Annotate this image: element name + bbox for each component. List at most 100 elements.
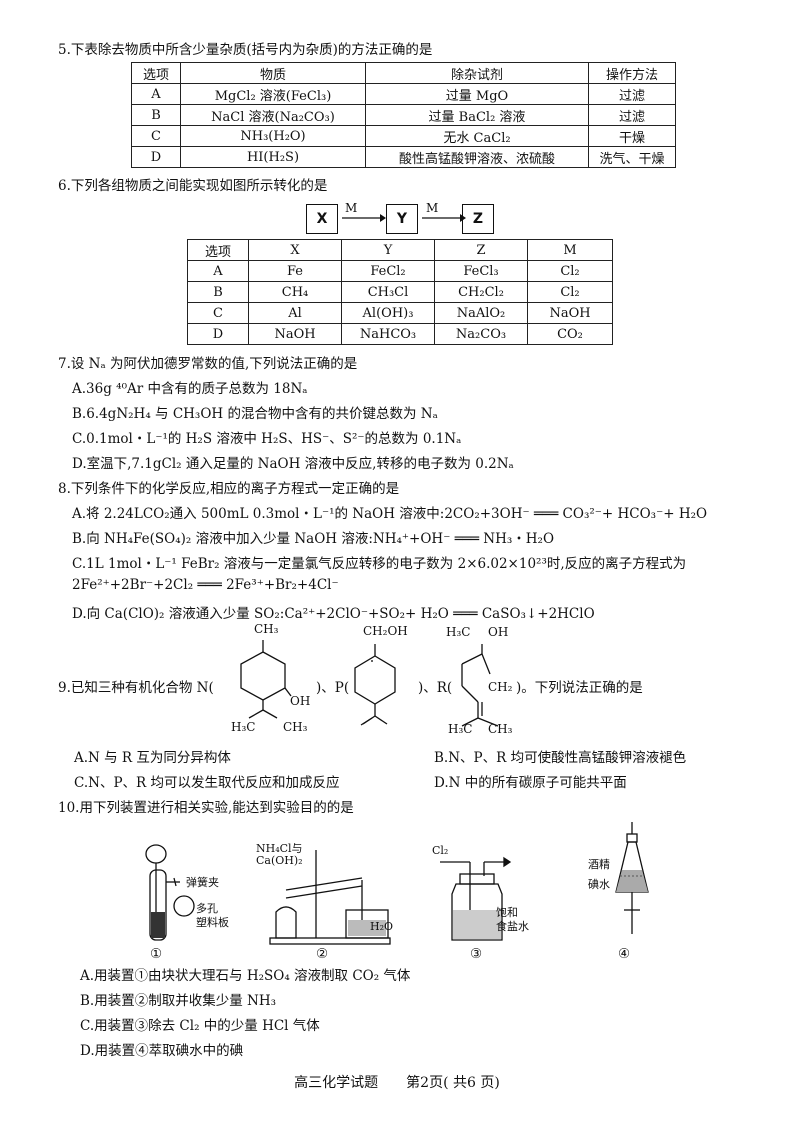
table-cell: Fe (248, 260, 342, 282)
table-row: D NaOH NaHCO₃ Na₂CO₃ CO₂ (187, 323, 613, 345)
label-oh: OH (488, 625, 509, 639)
q9-option-a: A.N 与 R 互为同分异构体 (74, 750, 231, 766)
q7-option-d: D.室温下,7.1gCl₂ 通入足量的 NaOH 溶液中反应,转移的电子数为 0… (72, 456, 514, 472)
table-cell: B (187, 281, 249, 303)
table-cell: Cl₂ (527, 281, 613, 303)
table-cell: D (131, 146, 181, 168)
q7-title: 7.设 Nₐ 为阿伏加德罗常数的值,下列说法正确的是 (58, 356, 358, 372)
label-brine-1: 饱和 (496, 906, 518, 919)
molecule-p-structure (354, 644, 396, 726)
molecule-n-structure (240, 640, 292, 719)
label-clamp: 弹簧夹 (186, 876, 219, 889)
flow-box-z: Z (462, 204, 494, 234)
q6-title: 6.下列各组物质之间能实现如图所示转化的是 (58, 178, 328, 194)
label-plate-2: 塑料板 (196, 916, 229, 929)
table-row: C NH₃(H₂O) 无水 CaCl₂ 干燥 (131, 125, 676, 147)
table-cell: MgCl₂ 溶液(FeCl₃) (180, 83, 366, 105)
label-brine-2: 食盐水 (496, 920, 529, 933)
table-row: D HI(H₂S) 酸性高锰酸钾溶液、浓硫酸 洗气、干燥 (131, 146, 676, 168)
table-header: Z (434, 239, 528, 261)
label-h3c: H₃C (448, 722, 473, 736)
table-row: A Fe FeCl₂ FeCl₃ Cl₂ (187, 260, 613, 282)
table-header: Y (341, 239, 435, 261)
label-reagent-1: NH₄Cl与 (256, 842, 303, 855)
table-cell: D (187, 323, 249, 345)
table-cell: 过滤 (588, 104, 676, 126)
q8-option-b: B.向 NH₄Fe(SO₄)₂ 溶液中加入少量 NaOH 溶液:NH₄⁺+OH⁻… (72, 531, 555, 547)
label-cl2: Cl₂ (432, 844, 449, 857)
apparatus-number: ① (150, 946, 163, 962)
table-cell: A (187, 260, 249, 282)
table-cell: B (131, 104, 181, 126)
table-row: C Al Al(OH)₃ NaAlO₂ NaOH (187, 302, 613, 324)
label-plate-1: 多孔 (196, 902, 218, 915)
table-cell: 过滤 (588, 83, 676, 105)
q10-option-c: C.用装置③除去 Cl₂ 中的少量 HCl 气体 (80, 1018, 320, 1034)
q8-title: 8.下列条件下的化学反应,相应的离子方程式一定正确的是 (58, 481, 400, 497)
q9-option-b: B.N、P、R 均可使酸性高锰酸钾溶液褪色 (434, 750, 687, 766)
q8-option-c-equation: 2Fe²⁺+2Br⁻+2Cl₂ ═══ 2Fe³⁺+Br₂+4Cl⁻ (72, 577, 339, 593)
table-cell: A (131, 83, 181, 105)
label-ch2oh: CH₂OH (363, 624, 408, 638)
label-water: H₂O (370, 920, 394, 933)
table-cell: CO₂ (527, 323, 613, 345)
label-ch2: CH₂ (488, 680, 513, 694)
flow-label-m2: M (426, 201, 439, 215)
flow-arrow (422, 214, 466, 222)
table-cell: C (187, 302, 249, 324)
table-cell: FeCl₃ (434, 260, 528, 282)
table-cell: CH₂Cl₂ (434, 281, 528, 303)
table-cell: NaOH (527, 302, 613, 324)
table-cell: NaCl 溶液(Na₂CO₃) (180, 104, 366, 126)
table-cell: NaOH (248, 323, 342, 345)
apparatus-2-illustration (269, 850, 391, 945)
table-header: X (248, 239, 342, 261)
table-cell: CH₃Cl (341, 281, 435, 303)
table-cell: 酸性高锰酸钾溶液、浓硫酸 (365, 146, 589, 168)
table-cell: FeCl₂ (341, 260, 435, 282)
table-cell: Al (248, 302, 342, 324)
q9-title-suffix: )。下列说法正确的是 (516, 680, 643, 696)
table-cell: Al(OH)₃ (341, 302, 435, 324)
table-header: 操作方法 (588, 62, 676, 84)
table-row: A MgCl₂ 溶液(FeCl₃) 过量 MgO 过滤 (131, 83, 676, 105)
q8-option-c: C.1L 1mol・L⁻¹ FeBr₂ 溶液与一定量氯气反应转移的电子数为 2×… (72, 556, 687, 572)
apparatus-1-illustration (145, 844, 195, 941)
table-cell: 过量 MgO (365, 83, 589, 105)
table-row: B NaCl 溶液(Na₂CO₃) 过量 BaCl₂ 溶液 过滤 (131, 104, 676, 126)
table-cell: 过量 BaCl₂ 溶液 (365, 104, 589, 126)
q5-title: 5.下表除去物质中所含少量杂质(括号内为杂质)的方法正确的是 (58, 42, 433, 58)
q7-option-c: C.0.1mol・L⁻¹的 H₂S 溶液中 H₂S、HS⁻、S²⁻的总数为 0.… (72, 431, 462, 447)
label-h3c: H₃C (231, 720, 256, 734)
apparatus-3-illustration (440, 856, 512, 941)
q9-title-prefix: 9.已知三种有机化合物 N( (58, 680, 214, 696)
q8-option-a: A.将 2.24LCO₂通入 500mL 0.3mol・L⁻¹的 NaOH 溶液… (72, 506, 708, 522)
label-alcohol: 酒精 (588, 858, 610, 871)
flow-arrow (342, 214, 386, 222)
table-cell: NaHCO₃ (341, 323, 435, 345)
page-footer: 高三化学试题 第2页( 共6 页) (294, 1075, 500, 1091)
label-oh: OH (290, 694, 311, 708)
table-header: 除杂试剂 (365, 62, 589, 84)
q8-option-d: D.向 Ca(ClO)₂ 溶液通入少量 SO₂:Ca²⁺+2ClO⁻+SO₂+ … (72, 606, 595, 622)
q7-option-a: A.36g ⁴⁰Ar 中含有的质子总数为 18Nₐ (72, 381, 308, 397)
q10-option-d: D.用装置④萃取碘水中的碘 (80, 1043, 244, 1059)
table-cell: Na₂CO₃ (434, 323, 528, 345)
apparatus-number: ④ (618, 946, 631, 962)
table-cell: Cl₂ (527, 260, 613, 282)
flow-label-m1: M (345, 201, 358, 215)
label-h3c: H₃C (446, 625, 471, 639)
table-cell: 洗气、干燥 (588, 146, 676, 168)
q7-option-b: B.6.4gN₂H₄ 与 CH₃OH 的混合物中含有的共价键总数为 Nₐ (72, 406, 438, 422)
table-cell: C (131, 125, 181, 147)
label-ch3: CH₃ (488, 722, 513, 736)
flow-box-x: X (306, 204, 338, 234)
table-cell: NH₃(H₂O) (180, 125, 366, 147)
apparatus-4-illustration (615, 822, 649, 934)
q10-option-b: B.用装置②制取并收集少量 NH₃ (80, 993, 277, 1009)
label-ch3: CH₃ (283, 720, 308, 734)
table-row: B CH₄ CH₃Cl CH₂Cl₂ Cl₂ (187, 281, 613, 303)
molecule-r-structure (461, 644, 499, 727)
q9-option-d: D.N 中的所有碳原子可能共平面 (434, 775, 627, 791)
label-iodine-water: 碘水 (588, 878, 610, 891)
